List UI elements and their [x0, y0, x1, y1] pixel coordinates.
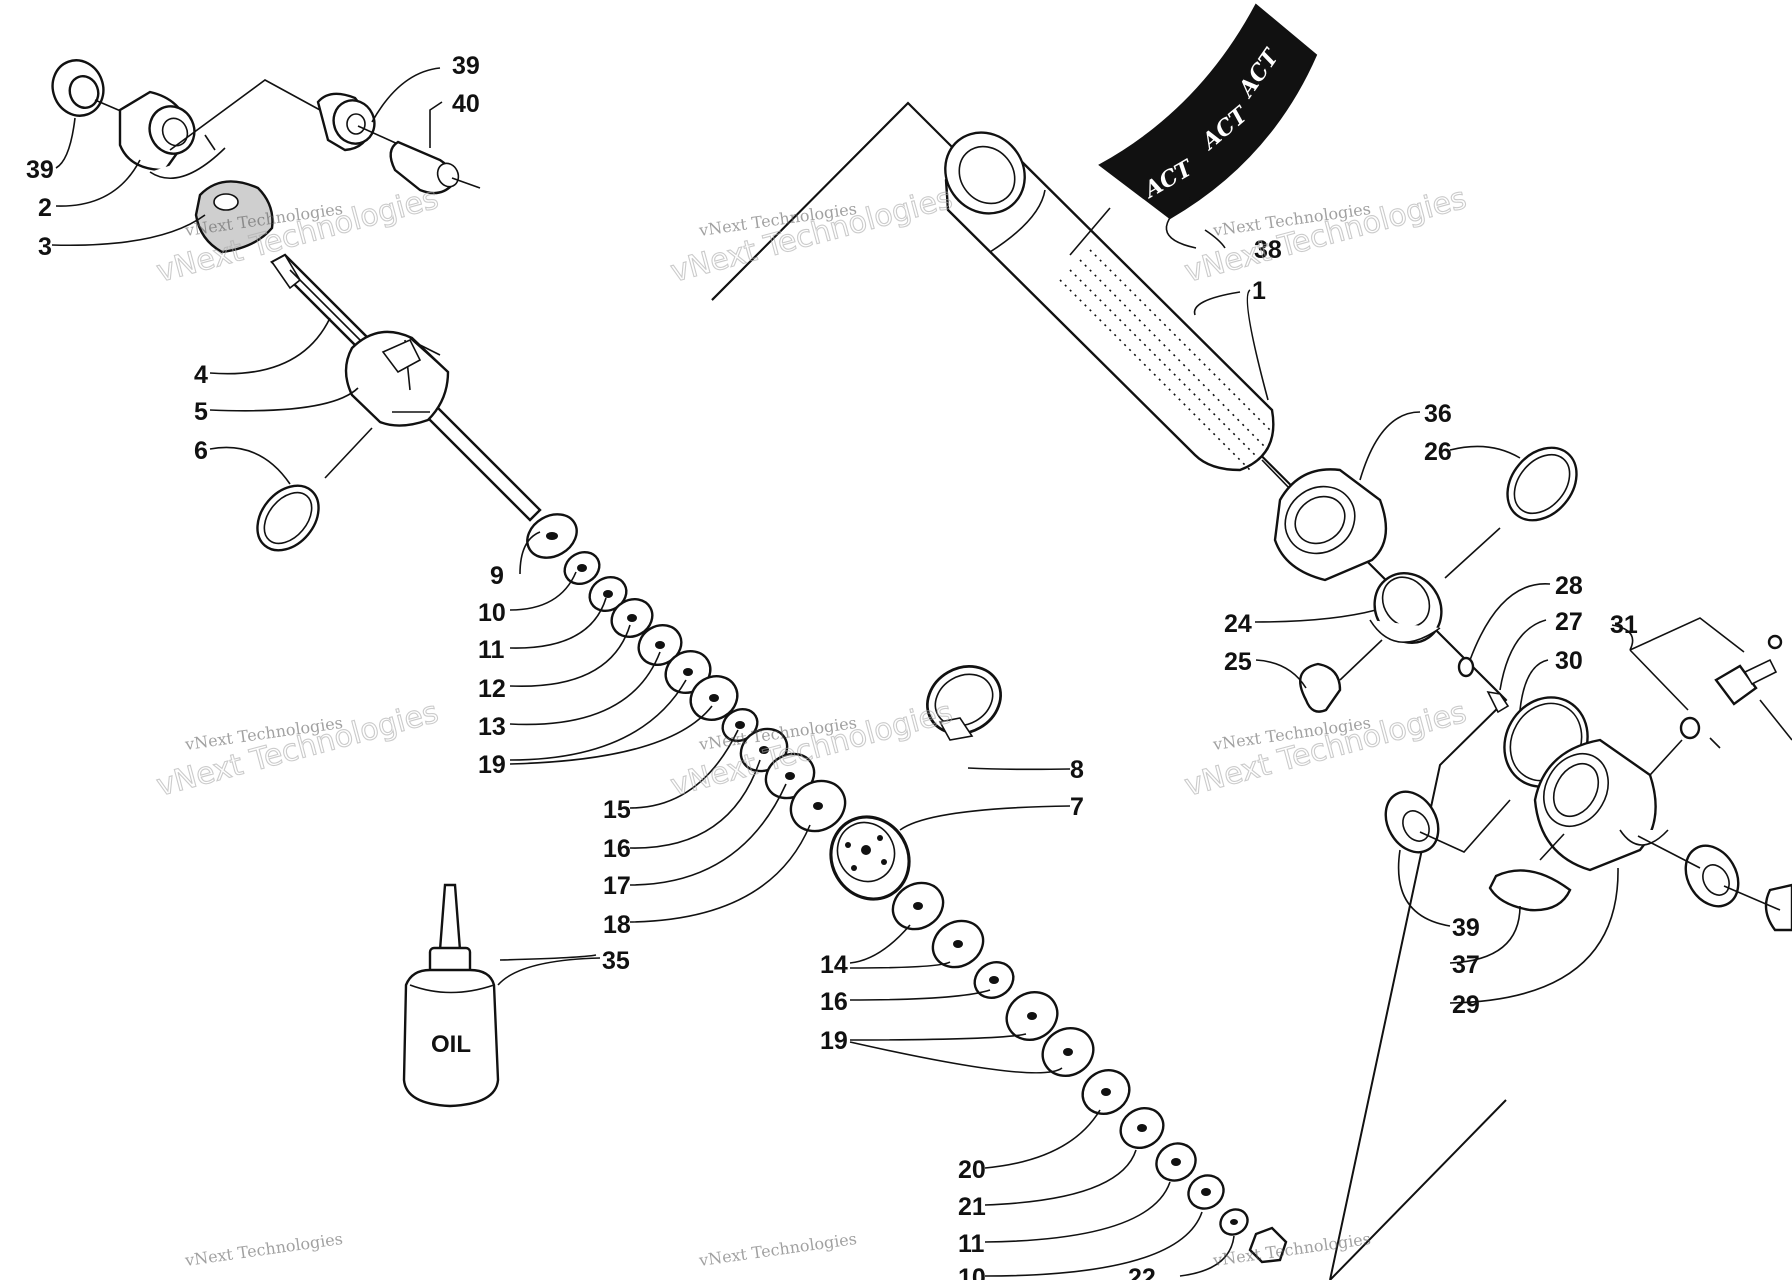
- callout-6: 6: [194, 437, 208, 465]
- callout-21: 21: [958, 1193, 986, 1221]
- callout-30: 30: [1555, 647, 1583, 675]
- callout-39-right: 39: [1452, 914, 1480, 942]
- part-5-seal-head: [344, 330, 450, 427]
- part-26-ring: [1506, 446, 1578, 522]
- callout-28: 28: [1555, 572, 1583, 600]
- bracket-bottom: [1329, 1099, 1507, 1280]
- part-29-reservoir-cap: [1533, 738, 1669, 872]
- part-6-oring: [256, 484, 320, 552]
- part-3-bumper: [194, 180, 274, 254]
- callout-35: 35: [602, 947, 630, 975]
- part-35-oil-bottle: OIL: [402, 883, 500, 1108]
- watermark-7: vNext Technologies: [183, 1229, 344, 1270]
- part-39-bushing-edge: [1684, 844, 1792, 932]
- callout-7: 7: [1070, 793, 1084, 821]
- part-24-seal: [1369, 572, 1443, 644]
- part-31-valve-group: [1629, 617, 1792, 741]
- callout-11-lower: 11: [958, 1230, 985, 1258]
- callout-5: 5: [194, 398, 208, 426]
- callout-29: 29: [1452, 991, 1480, 1019]
- callout-labels: 39 40 39 2 3 4 5 6 9 10 11 12 13 19 15 1…: [26, 52, 1638, 1280]
- callout-20: 20: [958, 1156, 986, 1184]
- part-37-spacer: [1488, 869, 1572, 912]
- part-28-small-oring: [1457, 656, 1475, 678]
- part-36-nut: [1273, 468, 1388, 582]
- callout-3: 3: [38, 233, 52, 261]
- callout-4: 4: [194, 361, 208, 389]
- callout-26: 26: [1424, 438, 1452, 466]
- part-39-bushing-top: [316, 92, 376, 152]
- callout-17: 17: [603, 872, 631, 900]
- callout-24: 24: [1224, 610, 1252, 638]
- callout-37: 37: [1452, 951, 1480, 979]
- watermarks: vNext Technologies vNext Technologies vN…: [152, 180, 1470, 1270]
- part-8-piston-ring: [926, 664, 1002, 741]
- callout-13: 13: [478, 713, 506, 741]
- part-39-bushing-right: [1384, 790, 1440, 854]
- part-39-bushing-left: [51, 59, 105, 117]
- part-25-clip: [1298, 662, 1342, 713]
- callout-36: 36: [1424, 400, 1452, 428]
- callout-19-upper: 19: [478, 751, 506, 779]
- callout-22: 22: [1128, 1264, 1156, 1280]
- part-27-screw: [1486, 690, 1510, 714]
- part-38-decal: ACT ACT ACT: [1098, 3, 1318, 220]
- callout-2: 2: [38, 194, 52, 222]
- part-1-shock-body: [944, 131, 1275, 472]
- callout-40: 40: [452, 90, 480, 118]
- callout-9: 9: [490, 562, 504, 590]
- oil-label: OIL: [431, 1031, 471, 1058]
- part-2-eyelet: [118, 90, 226, 180]
- callout-39-left: 39: [26, 156, 54, 184]
- callout-10-upper: 10: [478, 599, 506, 627]
- callout-27: 27: [1555, 608, 1583, 636]
- callout-11-upper: 11: [478, 636, 505, 664]
- callout-8: 8: [1070, 756, 1084, 784]
- part-40-sleeve: [389, 140, 460, 195]
- watermark-8: vNext Technologies: [697, 1229, 858, 1270]
- callout-18: 18: [603, 911, 631, 939]
- callout-15: 15: [603, 796, 631, 824]
- callout-19-lower: 19: [820, 1027, 848, 1055]
- callout-31: 31: [1610, 611, 1638, 639]
- callout-12: 12: [478, 675, 506, 703]
- callout-14: 14: [820, 951, 848, 979]
- callout-1: 1: [1252, 277, 1266, 305]
- callout-25: 25: [1224, 648, 1252, 676]
- lower-washer-stack: [891, 881, 1288, 1264]
- callout-16-upper: 16: [603, 835, 631, 863]
- leader-lines: [51, 67, 1634, 1277]
- callout-16-lower: 16: [820, 988, 848, 1016]
- callout-39-top: 39: [452, 52, 480, 80]
- callout-10-lower: 10: [958, 1264, 986, 1280]
- part-7-piston: [829, 815, 911, 901]
- callout-38: 38: [1254, 236, 1282, 264]
